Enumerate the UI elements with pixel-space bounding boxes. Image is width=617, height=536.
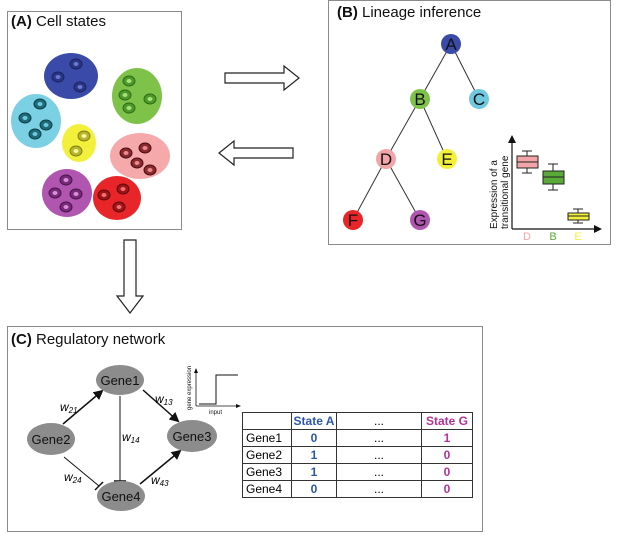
arrow-b-to-a (218, 139, 294, 167)
cluster-b-green (112, 68, 162, 124)
table-cell-gene: Gene4 (242, 480, 292, 498)
panel-a-title-text: Cell states (36, 13, 107, 30)
cluster-d-pink (110, 133, 170, 179)
state-table: State A ... State G Gene1 0 ... 1 Gene2 … (242, 412, 473, 498)
table-row: Gene1 0 ... 1 (242, 429, 473, 447)
table-cell-dots: ... (336, 463, 422, 481)
table-cell-gene: Gene3 (242, 463, 292, 481)
panel-a-title: (A) Cell states (11, 13, 106, 30)
cluster-g-purple (42, 169, 92, 217)
table-header-empty (242, 412, 292, 430)
table-cell-gene: Gene1 (242, 429, 292, 447)
table-row: Gene2 1 ... 0 (242, 446, 473, 464)
cluster-a-blue (44, 53, 98, 99)
table-cell-gene: Gene2 (242, 446, 292, 464)
table-cell-dots: ... (336, 480, 422, 498)
panel-b-title: (B) Lineage inference (337, 4, 481, 21)
table-row: Gene3 1 ... 0 (242, 463, 473, 481)
table-header-dots: ... (336, 412, 422, 430)
table-header-state-a: State A (291, 412, 337, 430)
cluster-e-yellow (62, 124, 96, 162)
cluster-c-cyan (11, 94, 61, 148)
arrow-a-to-c (115, 239, 145, 314)
table-header-state-g: State G (421, 412, 473, 430)
panel-b-title-text: Lineage inference (362, 4, 482, 21)
panel-a-letter: (A) (11, 13, 32, 30)
arrow-a-to-b (224, 64, 300, 92)
table-row: Gene4 0 ... 0 (242, 480, 473, 498)
table-cell-state-g: 0 (421, 463, 473, 481)
panel-c-title: (C) Regulatory network (11, 331, 165, 348)
table-cell-dots: ... (336, 429, 422, 447)
table-cell-state-a: 0 (291, 480, 337, 498)
table-cell-state-a: 0 (291, 429, 337, 447)
table-cell-state-g: 0 (421, 446, 473, 464)
table-cell-state-a: 1 (291, 446, 337, 464)
panel-b-letter: (B) (337, 4, 358, 21)
panel-c-letter: (C) (11, 331, 32, 348)
panel-c-title-text: Regulatory network (36, 331, 166, 348)
table-cell-state-a: 1 (291, 463, 337, 481)
table-cell-dots: ... (336, 446, 422, 464)
table-cell-state-g: 1 (421, 429, 473, 447)
table-cell-state-g: 0 (421, 480, 473, 498)
panel-lineage-inference (328, 0, 611, 245)
table-header-row: State A ... State G (242, 412, 473, 430)
cluster-f-red (93, 176, 141, 220)
